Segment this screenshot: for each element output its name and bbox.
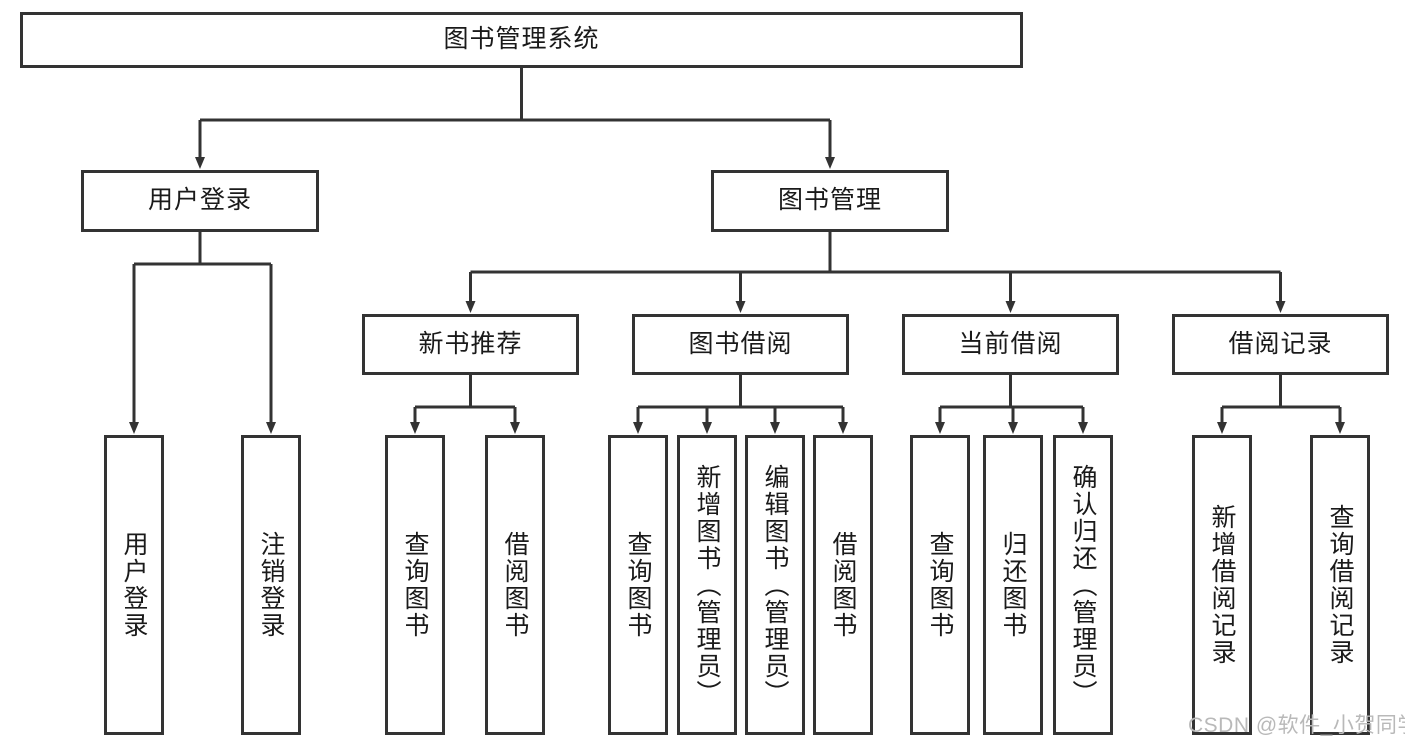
node-label: 查询借阅记录 (1326, 504, 1354, 666)
node-label: 新书推荐 (418, 329, 523, 358)
node-label: 注销登录 (257, 531, 285, 639)
node-leaf-query-book-recommend[interactable]: 查询图书 (385, 435, 445, 735)
node-current-borrow[interactable]: 当前借阅 (902, 314, 1119, 375)
node-label: 当前借阅 (958, 329, 1063, 358)
node-leaf-query-book-borrow[interactable]: 查询图书 (608, 435, 668, 735)
node-label: 图书借阅 (688, 329, 793, 358)
node-leaf-edit-book[interactable]: 编辑图书（管理员） (745, 435, 805, 735)
node-leaf-user-login[interactable]: 用户登录 (104, 435, 164, 735)
node-leaf-user-logout[interactable]: 注销登录 (241, 435, 301, 735)
node-leaf-query-book-current[interactable]: 查询图书 (910, 435, 970, 735)
node-label: 查询图书 (624, 531, 652, 639)
node-label: 图书管理 (777, 186, 882, 215)
node-label: 用户登录 (120, 531, 148, 639)
node-label: 查询图书 (401, 531, 429, 639)
node-label: 借阅图书 (501, 531, 529, 639)
node-label: 新增借阅记录 (1208, 504, 1236, 666)
node-leaf-add-borrow-record[interactable]: 新增借阅记录 (1192, 435, 1252, 735)
node-leaf-confirm-return[interactable]: 确认归还（管理员） (1053, 435, 1113, 735)
node-label: 图书管理系统 (443, 25, 600, 54)
node-user-login[interactable]: 用户登录 (81, 170, 319, 232)
node-new-book-recommend[interactable]: 新书推荐 (362, 314, 579, 375)
node-borrow-record[interactable]: 借阅记录 (1172, 314, 1389, 375)
node-book-management[interactable]: 图书管理 (711, 170, 949, 232)
node-root[interactable]: 图书管理系统 (20, 12, 1023, 68)
node-label: 借阅图书 (829, 531, 857, 639)
node-leaf-query-borrow-record[interactable]: 查询借阅记录 (1310, 435, 1370, 735)
node-label: 确认归还（管理员） (1069, 463, 1097, 707)
node-label: 新增图书（管理员） (693, 463, 721, 707)
node-leaf-add-book[interactable]: 新增图书（管理员） (677, 435, 737, 735)
csdn-watermark: CSDN @软件_小贺同学 (1188, 714, 1405, 737)
node-leaf-borrow-book-recommend[interactable]: 借阅图书 (485, 435, 545, 735)
node-book-borrow[interactable]: 图书借阅 (632, 314, 849, 375)
node-label: 归还图书 (999, 531, 1027, 639)
node-label: 用户登录 (147, 186, 252, 215)
node-leaf-return-book[interactable]: 归还图书 (983, 435, 1043, 735)
node-leaf-borrow-book[interactable]: 借阅图书 (813, 435, 873, 735)
node-label: 借阅记录 (1228, 329, 1333, 358)
node-label: 查询图书 (926, 531, 954, 639)
node-label: 编辑图书（管理员） (761, 463, 789, 707)
